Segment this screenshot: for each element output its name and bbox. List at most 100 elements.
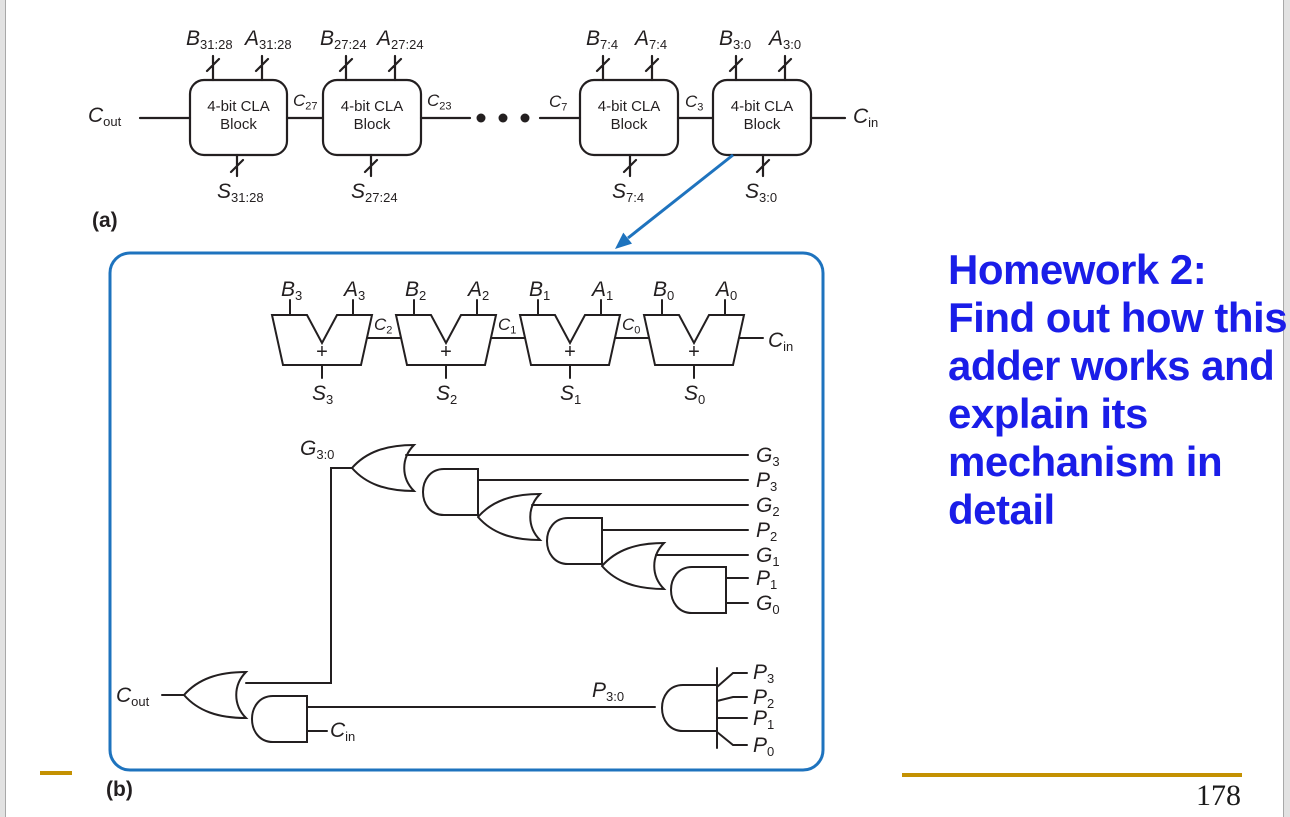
label-c3: C3	[685, 92, 704, 114]
label-g3: G3	[756, 444, 780, 469]
or-gate-g2	[477, 492, 543, 542]
label-p2: P2	[756, 519, 778, 544]
g30-wire	[245, 467, 353, 684]
pg-input-lines	[405, 454, 749, 604]
label-b1: B1	[529, 278, 551, 303]
cla-block-text-2: 4-bit CLA Block	[323, 98, 421, 134]
adder-bit2	[394, 299, 498, 379]
adder-plus-2: +	[440, 341, 452, 363]
adder-plus-1: +	[564, 341, 576, 363]
and-gate-p30	[661, 667, 718, 749]
page-number: 178	[1196, 779, 1241, 812]
or-gate-g1	[601, 541, 667, 591]
cla-block-text-line2: Block	[353, 116, 391, 133]
label-g0: G0	[756, 592, 780, 617]
homework-note-line: Homework 2:	[948, 246, 1207, 293]
cla-block-text-line2: Block	[220, 116, 257, 133]
figure-b-pg-logic	[161, 443, 749, 749]
homework-note-line: detail	[948, 486, 1055, 533]
label-p3-in: P3	[753, 661, 775, 686]
label-s2: S2	[436, 382, 458, 407]
p30-input-stubs	[716, 672, 748, 746]
label-p30: P3:0	[592, 679, 625, 704]
label-b2: B2	[405, 278, 427, 303]
label-cout-a: Cout	[88, 104, 122, 129]
label-a31-28: A31:28	[245, 27, 292, 52]
homework-note-line: explain its	[948, 390, 1148, 437]
adder-bit0	[642, 299, 746, 379]
label-p2-in: P2	[753, 686, 775, 711]
homework-note-line: mechanism in	[948, 438, 1223, 485]
label-b3: B3	[281, 278, 303, 303]
label-s31-28: S31:28	[217, 180, 264, 205]
label-b27-24: B27:24	[320, 27, 367, 52]
label-a3-0: A3:0	[769, 27, 802, 52]
label-a1: A1	[592, 278, 614, 303]
label-p3: P3	[756, 469, 778, 494]
figure-b-caption: (b)	[106, 778, 133, 801]
label-b0: B0	[653, 278, 675, 303]
label-s0: S0	[684, 382, 706, 407]
label-c7: C7	[549, 92, 568, 114]
and-gate-p3	[422, 468, 479, 516]
and-gate-p2	[546, 517, 603, 565]
cla-block-text-4: 4-bit CLA Block	[713, 98, 811, 134]
label-a7-4: A7:4	[635, 27, 668, 52]
label-s7-4: S7:4	[612, 180, 645, 205]
label-a3: A3	[344, 278, 366, 303]
footer-rule-right	[902, 773, 1242, 777]
footer-rule-left	[40, 771, 72, 775]
label-c27: C27	[293, 91, 318, 113]
label-cout-b: Cout	[116, 684, 150, 709]
figure-a-caption: (a)	[92, 209, 118, 232]
and-gate-cout	[251, 695, 308, 743]
ellipsis-dots	[476, 113, 530, 123]
page-gutter-left	[0, 0, 6, 817]
figure-b-adder-row	[270, 299, 764, 379]
label-b7-4: B7:4	[586, 27, 619, 52]
cla-block-text-line1: 4-bit CLA	[597, 98, 661, 115]
label-p1-in: P1	[753, 707, 775, 732]
page-gutter-right	[1283, 0, 1290, 817]
cla-block-text-line2: Block	[610, 116, 648, 133]
label-a2: A2	[468, 278, 490, 303]
label-s1: S1	[560, 382, 582, 407]
homework-note: Homework 2: Find out how this adder work…	[948, 246, 1290, 534]
cout-wires	[161, 694, 656, 732]
callout-arrow-line	[627, 153, 734, 240]
label-p1: P1	[756, 567, 778, 592]
cla-block-text-line1: 4-bit CLA	[730, 98, 794, 115]
cla-block-text-line2: Block	[743, 116, 781, 133]
adder-plus-0: +	[688, 341, 700, 363]
homework-note-line: Find out how this	[948, 294, 1288, 341]
label-s27-24: S27:24	[351, 180, 398, 205]
label-p0-in: P0	[753, 734, 775, 759]
label-s3-0: S3:0	[745, 180, 778, 205]
cla-block-text-line1: 4-bit CLA	[340, 98, 404, 115]
detail-box	[108, 251, 825, 772]
label-c0: C0	[622, 315, 641, 337]
cla-block-text-line1: 4-bit CLA	[207, 98, 270, 115]
label-cin-gate: Cin	[330, 719, 356, 744]
callout-arrow-head	[615, 232, 632, 249]
adder-plus-3: +	[316, 341, 328, 363]
figure-a-cla-chain	[138, 54, 847, 178]
label-a27-24: A27:24	[377, 27, 424, 52]
label-c1: C1	[498, 315, 517, 337]
label-g2: G2	[756, 494, 780, 519]
label-g30: G3:0	[300, 437, 335, 462]
label-c23: C23	[427, 91, 452, 113]
homework-note-line: adder works and	[948, 342, 1275, 389]
sum-bus-stubs	[229, 153, 771, 178]
detail-callout	[108, 153, 825, 772]
cla-block-text-3: 4-bit CLA Block	[580, 98, 678, 134]
label-b31-28: B31:28	[186, 27, 233, 52]
and-gate-p1g0	[670, 566, 727, 614]
label-g1: G1	[756, 544, 780, 569]
label-c2: C2	[374, 315, 393, 337]
or-gate-cout	[183, 670, 249, 720]
input-bus-stubs	[205, 54, 793, 82]
label-s3: S3	[312, 382, 334, 407]
